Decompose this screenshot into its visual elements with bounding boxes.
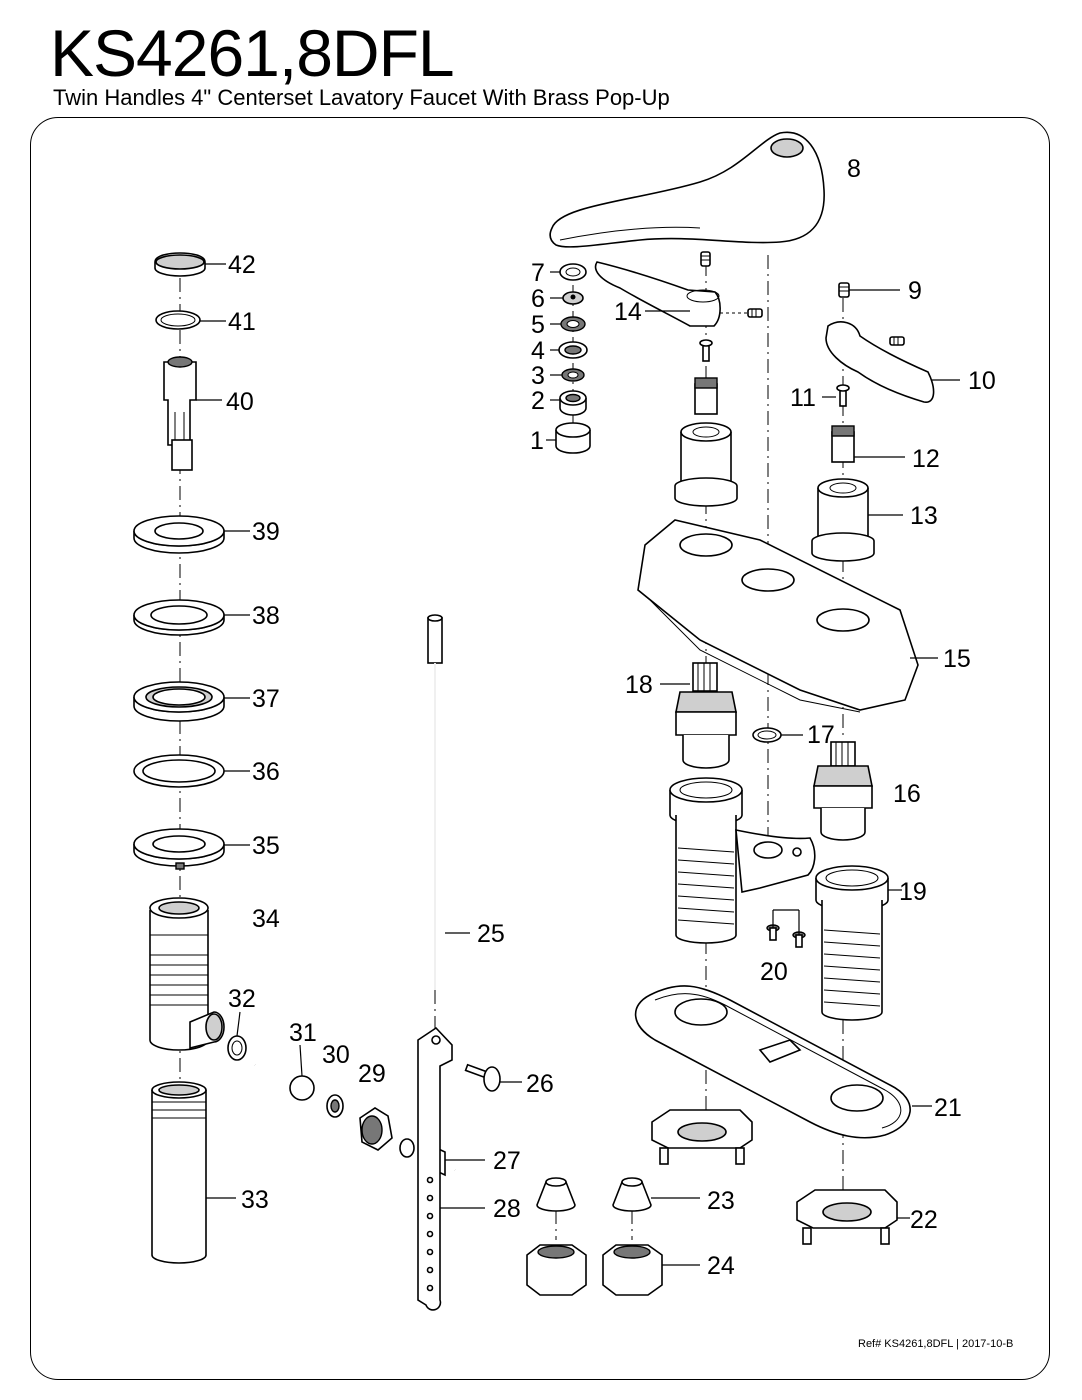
label-part-28: 28 xyxy=(493,1195,521,1223)
label-part-30: 30 xyxy=(322,1041,350,1069)
label-part-17: 17 xyxy=(807,721,835,749)
center-lines xyxy=(179,255,844,1240)
part-29-nut xyxy=(359,1107,415,1158)
part-21-base-gasket xyxy=(634,985,911,1139)
label-part-7: 7 xyxy=(531,259,545,287)
label-part-11: 11 xyxy=(790,384,816,412)
page-title: KS4261,8DFL xyxy=(50,16,455,90)
part-35-gasket xyxy=(133,828,225,870)
part-7-washer xyxy=(559,263,587,281)
label-part-31: 31 xyxy=(289,1019,317,1047)
part-26-thumb-screw xyxy=(464,1063,501,1092)
part-42-stopper-cap xyxy=(154,252,206,277)
label-part-42: 42 xyxy=(228,251,256,279)
label-part-18: 18 xyxy=(625,671,653,699)
part-25-lift-rod xyxy=(427,614,443,990)
label-part-13: 13 xyxy=(910,502,938,530)
label-part-10: 10 xyxy=(968,367,996,395)
part-38-washer xyxy=(133,599,225,636)
part-17-o-ring xyxy=(752,727,782,743)
label-part-6: 6 xyxy=(531,285,545,313)
label-part-26: 26 xyxy=(526,1070,554,1098)
diagram-frame xyxy=(30,117,1050,1380)
part-4-ring xyxy=(558,341,588,359)
part-9-set-screw xyxy=(838,282,850,298)
label-part-36: 36 xyxy=(252,758,280,786)
label-part-29: 29 xyxy=(358,1060,386,1088)
label-part-8: 8 xyxy=(847,155,861,183)
part-40-stopper xyxy=(163,356,197,471)
label-part-23: 23 xyxy=(707,1187,735,1215)
label-part-9: 9 xyxy=(908,277,922,305)
part-2-insert xyxy=(559,390,587,416)
part-8-spout xyxy=(549,131,825,248)
label-part-34: 34 xyxy=(252,905,280,933)
part-32-washer xyxy=(227,1035,247,1061)
label-part-33: 33 xyxy=(241,1186,269,1214)
label-part-21: 21 xyxy=(934,1094,962,1122)
part-13-bonnet xyxy=(674,422,875,562)
part-3-screen xyxy=(561,368,585,382)
part-16-cartridge xyxy=(813,741,873,841)
label-part-1: 1 xyxy=(530,427,544,455)
label-part-25: 25 xyxy=(477,920,505,948)
part-10-right-handle xyxy=(825,321,935,403)
label-part-24: 24 xyxy=(707,1252,735,1280)
part-1-housing xyxy=(555,422,591,454)
part-19-valve-body xyxy=(669,777,889,1021)
part-5-insert xyxy=(560,316,586,332)
label-part-15: 15 xyxy=(943,645,971,673)
label-part-12: 12 xyxy=(912,445,940,473)
part-37-gasket xyxy=(133,681,225,722)
part-14-left-handle xyxy=(594,251,763,362)
part-22-lock-nut xyxy=(651,1109,898,1245)
leader-lines xyxy=(196,263,960,1266)
part-15-escutcheon xyxy=(637,519,919,713)
part-labels: 1 2 3 4 5 6 7 8 9 10 11 12 13 14 15 16 1… xyxy=(226,155,996,1280)
label-part-4: 4 xyxy=(531,337,545,365)
part-34-drain-body xyxy=(149,897,225,1051)
part-24-coupling-nut xyxy=(526,1244,663,1296)
part-12-adapter xyxy=(694,377,855,463)
part-33-tailpiece xyxy=(151,1081,207,1264)
part-6-screen xyxy=(562,291,584,305)
label-part-41: 41 xyxy=(228,308,256,336)
label-part-2: 2 xyxy=(531,387,545,415)
label-part-27: 27 xyxy=(493,1147,521,1175)
label-part-37: 37 xyxy=(252,685,280,713)
label-part-22: 22 xyxy=(910,1206,938,1234)
part-11-screw xyxy=(836,384,850,407)
label-part-35: 35 xyxy=(252,832,280,860)
label-part-16: 16 xyxy=(893,780,921,808)
part-36-washer xyxy=(133,754,225,788)
label-part-14: 14 xyxy=(614,298,642,326)
part-39-flange xyxy=(133,515,225,554)
part-23-cone-washer xyxy=(536,1177,652,1212)
part-18-cartridge xyxy=(675,662,737,769)
page-subtitle: Twin Handles 4" Centerset Lavatory Fauce… xyxy=(53,85,670,110)
label-part-40: 40 xyxy=(226,388,254,416)
part-41-o-ring xyxy=(155,310,201,330)
label-part-38: 38 xyxy=(252,602,280,630)
part-30-washer xyxy=(326,1094,344,1118)
reference-number: Ref# KS4261,8DFL | 2017-10-B xyxy=(858,1338,1014,1350)
label-part-3: 3 xyxy=(531,362,545,390)
part-20-screws xyxy=(766,924,806,948)
label-part-32: 32 xyxy=(228,985,256,1013)
part-28-extension-strap xyxy=(417,1026,453,1311)
label-part-19: 19 xyxy=(899,878,927,906)
label-part-39: 39 xyxy=(252,518,280,546)
label-part-5: 5 xyxy=(531,311,545,339)
label-part-20: 20 xyxy=(760,958,788,986)
